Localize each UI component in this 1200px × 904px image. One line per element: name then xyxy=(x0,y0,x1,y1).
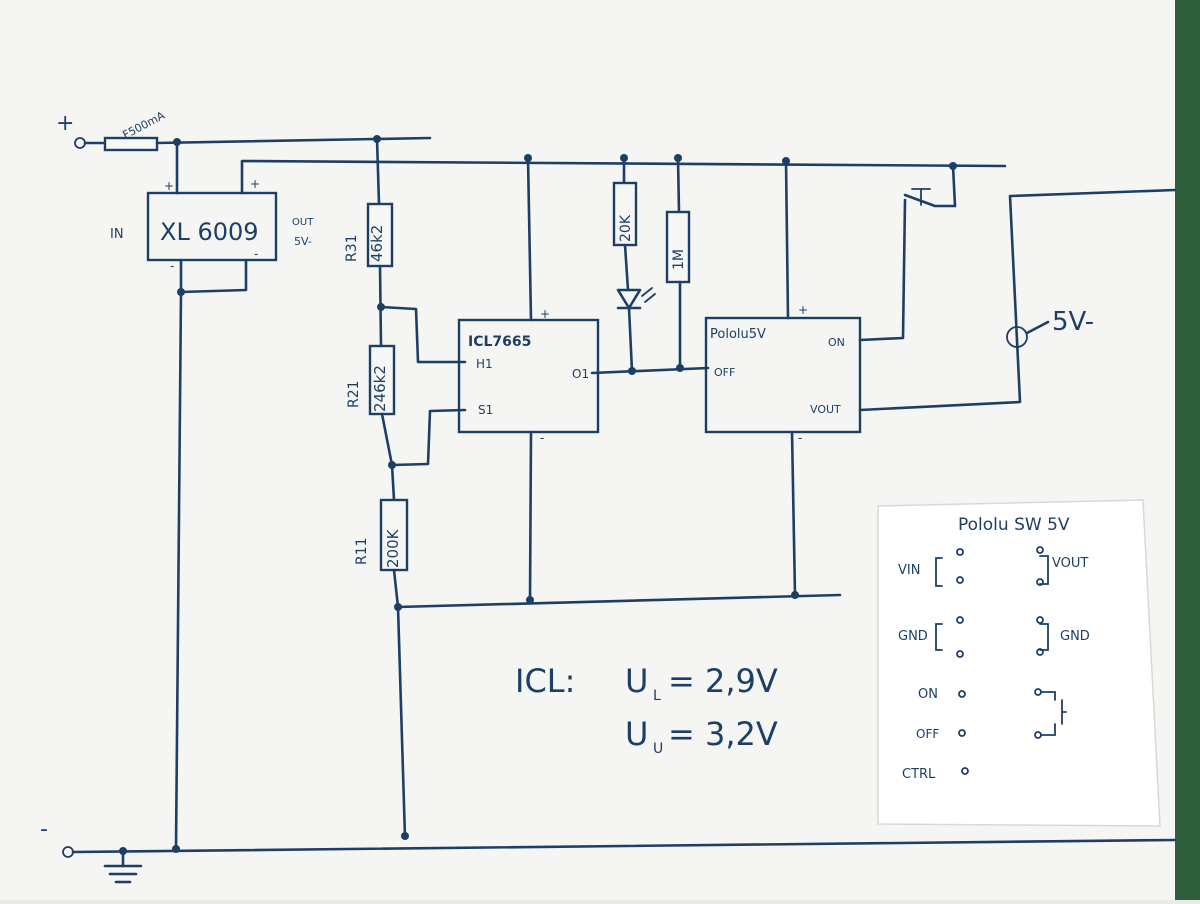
formula-upper-subscript: U xyxy=(653,741,663,757)
pololu-5v-module xyxy=(704,316,862,434)
xl6009-out-voltage: 5V- xyxy=(294,235,312,248)
formula-upper-symbol: U xyxy=(625,715,648,753)
pinout-ctrl: CTRL xyxy=(902,767,936,782)
r-1m-resistor xyxy=(665,210,691,284)
r31-label: R31 xyxy=(344,234,360,262)
r-1m-value: 1M xyxy=(671,249,687,270)
r11-value: 200K xyxy=(384,528,402,568)
formula-lower-symbol: U xyxy=(625,662,648,700)
output-5v-label: 5V- xyxy=(1052,307,1094,337)
r11-resistor xyxy=(379,498,409,572)
r31-resistor xyxy=(366,202,394,268)
r-20k-value: 20K xyxy=(618,214,634,242)
pinout-vout: VOUT xyxy=(1052,556,1088,571)
pololu-5v-name: Pololu5V xyxy=(710,327,766,342)
r11-label: R11 xyxy=(354,537,370,565)
r21-resistor xyxy=(368,344,396,416)
r31-value: 46k2 xyxy=(368,225,386,262)
icl7665-chip xyxy=(457,318,600,434)
xl6009-out-label: OUT xyxy=(292,217,314,228)
xl6009-module xyxy=(146,191,278,262)
fuse xyxy=(103,136,159,152)
pinout-title: Pololu SW 5V xyxy=(958,515,1070,535)
pinout-button-symbol xyxy=(1040,691,1067,736)
r21-value: 246k2 xyxy=(371,365,389,412)
input-minus-label: - xyxy=(40,817,48,842)
pinout-gnd-right: GND xyxy=(1060,629,1090,644)
formula-upper-value: = 3,2V xyxy=(668,715,778,753)
formula-lower-subscript: L xyxy=(653,688,661,704)
pololu-on-pin: ON xyxy=(828,336,845,349)
push-button-symbol xyxy=(911,188,931,206)
formula-lower-value: = 2,9V xyxy=(668,662,778,700)
pinout-gnd-left: GND xyxy=(898,629,928,644)
output-5v-terminal[interactable] xyxy=(1006,326,1028,348)
xl6009-in-label: IN xyxy=(110,227,124,242)
svg-text:+: + xyxy=(540,307,550,321)
svg-text:+: + xyxy=(798,303,808,317)
pololu-pinout-card: Pololu SW 5V VIN VOUT GND GND ON OFF CTR… xyxy=(877,499,1161,827)
svg-text:-: - xyxy=(254,247,258,261)
pinout-off: OFF xyxy=(916,727,939,741)
input-plus-label: + xyxy=(56,111,74,136)
svg-text:-: - xyxy=(798,431,802,445)
svg-text:+: + xyxy=(250,177,260,191)
formula-prefix: ICL: xyxy=(515,662,575,700)
led-symbol xyxy=(616,288,642,310)
r21-label: R21 xyxy=(346,380,362,408)
svg-text:-: - xyxy=(540,431,544,445)
pinout-on: ON xyxy=(918,687,938,702)
pinout-vin: VIN xyxy=(898,563,920,578)
icl7665-o1-pin: O1 xyxy=(572,367,589,381)
icl7665-s1-pin: S1 xyxy=(478,403,493,417)
icl7665-name: ICL7665 xyxy=(468,334,531,350)
icl7665-h1-pin: H1 xyxy=(476,357,493,371)
cutting-mat-edge xyxy=(1175,0,1200,900)
pololu-vout-pin: VOUT xyxy=(810,403,841,416)
xl6009-name: XL 6009 xyxy=(160,218,259,246)
svg-text:-: - xyxy=(170,259,174,273)
pololu-off-pin: OFF xyxy=(714,366,735,379)
svg-text:+: + xyxy=(164,179,174,193)
